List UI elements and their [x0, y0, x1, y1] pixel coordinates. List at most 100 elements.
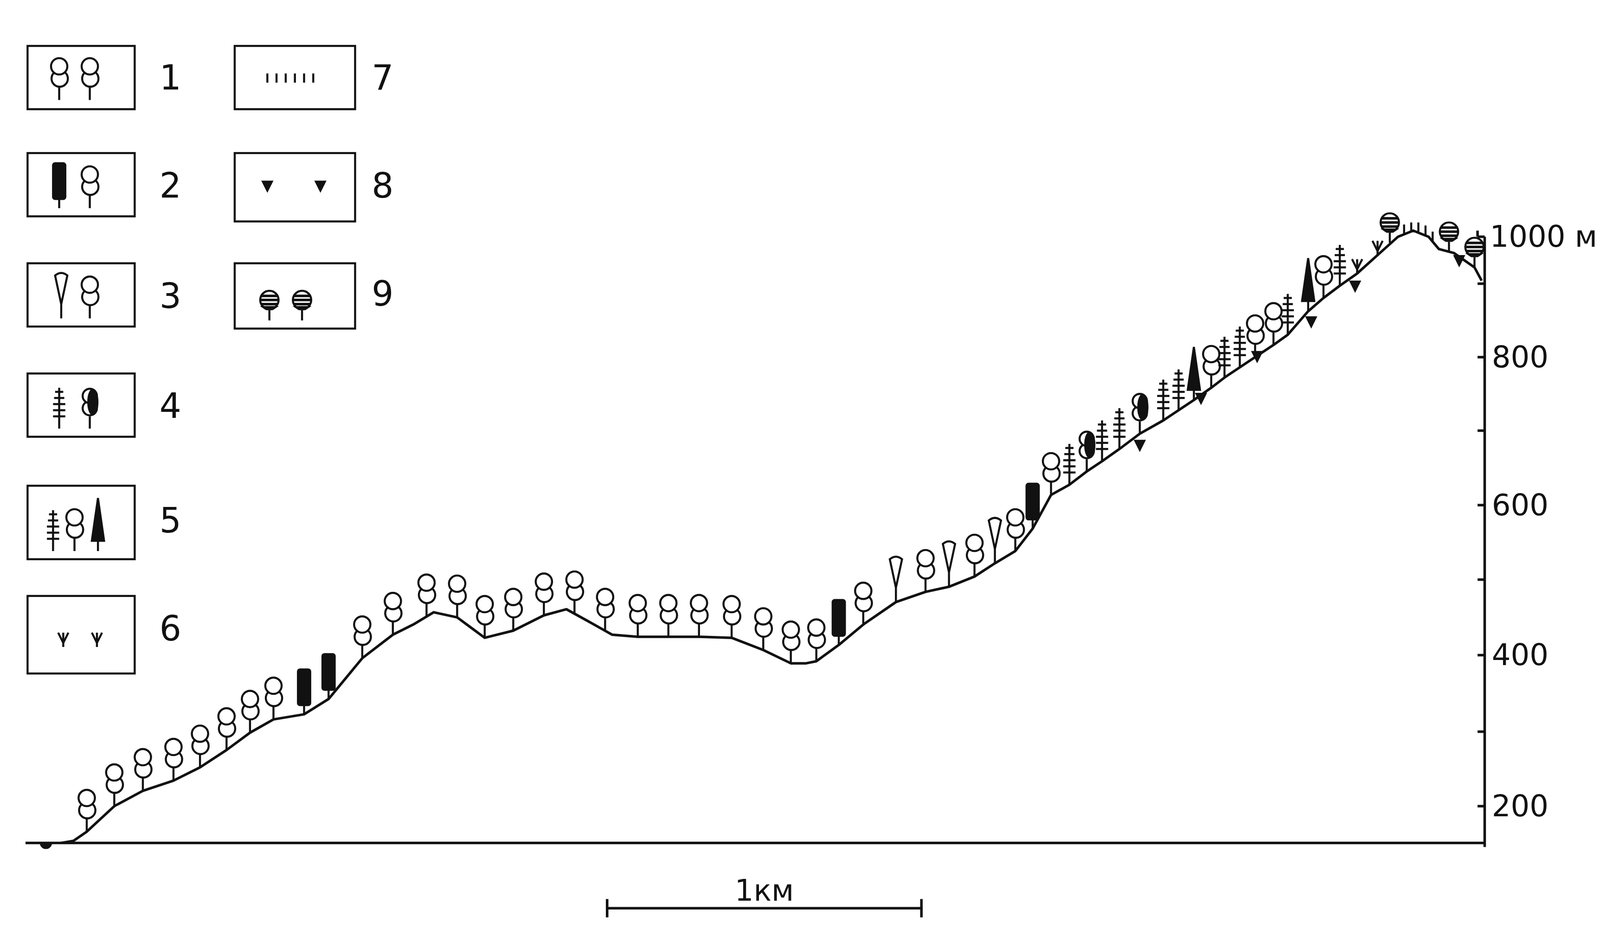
drawing-part — [1333, 244, 1346, 286]
drawing-part — [1477, 730, 1485, 734]
drawing-part — [312, 73, 314, 83]
drawing-part — [854, 582, 872, 625]
drawing-part — [418, 574, 436, 617]
drawing-part — [449, 575, 466, 618]
drawing-part — [629, 595, 647, 637]
drawing-part — [82, 388, 98, 429]
drawing-part — [27, 263, 135, 327]
drawing-part — [1432, 231, 1433, 241]
drawing-part — [1465, 237, 1485, 268]
drawing-part — [241, 691, 259, 733]
vegetation-symbols — [78, 213, 1484, 832]
axis-label: 1000 м — [1490, 221, 1598, 252]
drawing-part — [285, 73, 287, 83]
drawing-part — [832, 600, 845, 646]
drawing-part — [234, 263, 356, 329]
drawing-part — [755, 608, 772, 650]
drawing-part — [81, 166, 99, 209]
drawing-part — [1281, 294, 1294, 335]
legend-number: 3 — [159, 278, 182, 314]
drawing-part — [1439, 222, 1459, 253]
legend-number: 5 — [159, 503, 182, 538]
drawing-part — [1133, 439, 1146, 452]
legend-number: 7 — [371, 60, 394, 95]
drawing-part — [1063, 443, 1076, 485]
drawing-part — [78, 790, 96, 832]
drawing-part — [889, 556, 902, 603]
drawing-part — [1477, 503, 1485, 507]
drawing-part — [1483, 236, 1486, 848]
drawing-part — [1302, 258, 1315, 312]
drawing-part — [1476, 230, 1479, 237]
drawing-part — [1132, 393, 1148, 434]
drawing-part — [294, 73, 296, 83]
drawing-part — [266, 73, 268, 83]
axis-label: 600 — [1491, 490, 1549, 521]
drawing-part — [607, 906, 922, 910]
drawing-part — [91, 632, 103, 648]
drawing-part — [1425, 225, 1427, 235]
drawing-part — [605, 899, 609, 918]
drawing-part — [1351, 259, 1363, 274]
drawing-part — [1477, 355, 1485, 359]
drawing-part — [1265, 302, 1283, 345]
drawing-part — [261, 180, 274, 193]
drawing-part — [303, 73, 305, 83]
drawing-part — [292, 290, 312, 321]
drawing-part — [1195, 392, 1208, 405]
drawing-part — [91, 498, 104, 552]
drawing-part — [966, 534, 984, 577]
drawing-part — [322, 654, 335, 700]
axis-label: 800 — [1491, 342, 1549, 373]
drawing-part — [1477, 578, 1485, 582]
drawing-part — [920, 899, 923, 918]
drawing-part — [505, 589, 522, 631]
drawing-part — [234, 153, 356, 222]
drawing-part — [1079, 431, 1095, 472]
axis-label: 400 — [1491, 640, 1549, 670]
drawing-part — [81, 276, 99, 319]
drawing-part — [1187, 346, 1200, 400]
drawing-part — [1202, 346, 1220, 388]
drawing-part — [1417, 222, 1419, 232]
terrain-profile — [61, 230, 1482, 843]
drawing-part — [1113, 408, 1126, 450]
drawing-part — [1233, 326, 1246, 368]
drawing-part — [1477, 282, 1485, 286]
drawing-part — [1477, 654, 1485, 657]
drawing-part — [314, 180, 327, 193]
drawing-part — [51, 57, 68, 100]
drawing-part — [1304, 316, 1318, 329]
drawing-part — [66, 509, 84, 552]
drawing-part — [917, 550, 934, 592]
drawing-part — [165, 738, 182, 781]
drawing-part — [1026, 483, 1039, 529]
river-mark — [39, 842, 52, 849]
drawing-part — [1315, 256, 1332, 298]
drawing-part — [192, 725, 209, 768]
drawing-part — [597, 589, 614, 631]
drawing-part — [1477, 429, 1485, 433]
drawing-part — [1452, 255, 1466, 268]
drawing-part — [1410, 222, 1412, 232]
drawing-part — [234, 45, 356, 110]
drawing-part — [260, 290, 279, 321]
drawing-part — [1372, 240, 1383, 256]
legend-samples — [46, 57, 327, 648]
legend-number: 2 — [159, 168, 182, 203]
drawing-part — [27, 485, 135, 560]
drawing-part — [1349, 280, 1362, 293]
drawing-part — [57, 632, 69, 648]
drawing-part — [942, 541, 955, 587]
drawing-part — [25, 841, 1485, 845]
drawing-part — [723, 596, 741, 638]
legend-number: 8 — [371, 168, 394, 203]
drawing-part — [1172, 369, 1185, 411]
scale-label: 1км — [734, 875, 795, 906]
drawing-part — [106, 764, 123, 807]
legend-number: 6 — [159, 611, 182, 646]
drawing-part — [566, 571, 584, 614]
drawing-part — [27, 373, 135, 437]
drawing-part — [81, 57, 99, 100]
